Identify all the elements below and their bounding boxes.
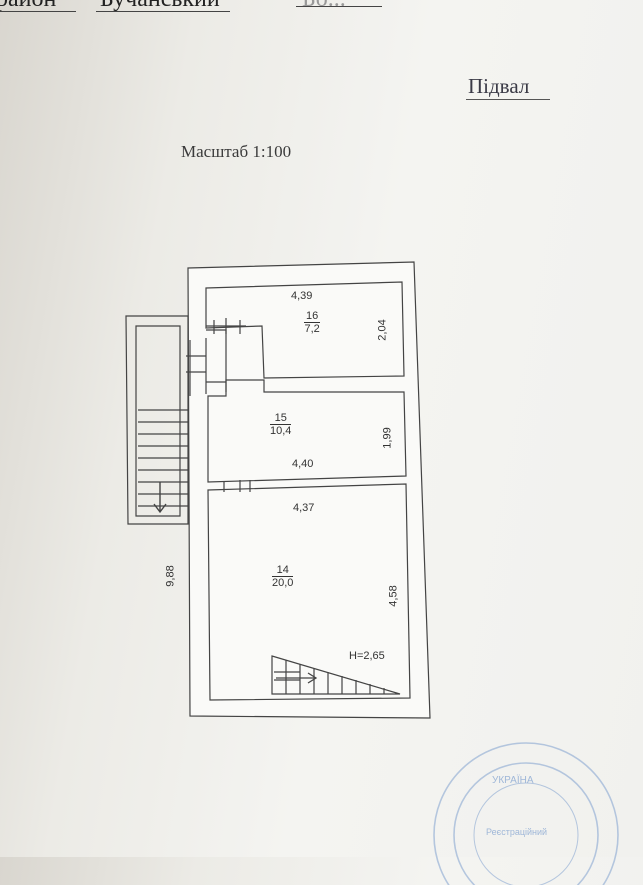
height-label: H=2,65 bbox=[349, 650, 385, 662]
floor-plan bbox=[125, 261, 431, 719]
room-15-area: 10,4 bbox=[270, 425, 292, 437]
title-underline bbox=[466, 99, 550, 100]
dim-overall-length: 9,88 bbox=[164, 565, 177, 587]
room-14-label: 14 20,0 bbox=[272, 564, 294, 589]
room-14-outline bbox=[207, 483, 411, 701]
door-16 bbox=[206, 318, 246, 334]
stair-landing bbox=[186, 340, 226, 396]
dim-room14-width: 4,37 bbox=[293, 502, 315, 514]
door-14 bbox=[223, 480, 251, 492]
stamp-text-1: УКРАЇНА bbox=[492, 774, 534, 786]
room-15-label: 15 10,4 bbox=[270, 412, 292, 437]
stamp-text-2: Реєстраційний bbox=[486, 827, 547, 837]
interior-stair-steps bbox=[274, 660, 385, 694]
official-stamp: УКРАЇНА Реєстраційний bbox=[433, 742, 619, 885]
room-16-label: 16 7,2 bbox=[304, 310, 321, 335]
exterior-stair bbox=[125, 315, 189, 525]
page-title: Підвал bbox=[468, 74, 530, 98]
stair-steps bbox=[138, 409, 188, 507]
header-left-word: район bbox=[0, 0, 56, 13]
scale-label: Масштаб 1:100 bbox=[181, 142, 292, 161]
dim-room14-depth: 4,58 bbox=[387, 585, 400, 607]
interior-stair-arrow bbox=[276, 672, 318, 684]
room-14-number: 14 bbox=[272, 564, 294, 577]
header-underline-left bbox=[0, 11, 76, 12]
header-underline-middle bbox=[96, 11, 230, 12]
header-underline-right bbox=[296, 6, 382, 7]
room-16-area: 7,2 bbox=[304, 323, 320, 335]
header-middle-word: Бучанський bbox=[100, 0, 220, 13]
dim-room16-depth: 2,04 bbox=[376, 319, 389, 341]
room-16-number: 16 bbox=[304, 310, 321, 323]
dim-room15-width: 4,40 bbox=[292, 458, 314, 470]
stair-arrow bbox=[153, 482, 167, 514]
room-15-number: 15 bbox=[270, 412, 292, 425]
dim-room15-depth: 1,99 bbox=[381, 427, 394, 449]
dim-room16-width: 4,39 bbox=[291, 290, 313, 302]
interior-stair bbox=[271, 655, 401, 695]
room-14-area: 20,0 bbox=[272, 577, 294, 589]
room-16-outline bbox=[205, 281, 405, 379]
